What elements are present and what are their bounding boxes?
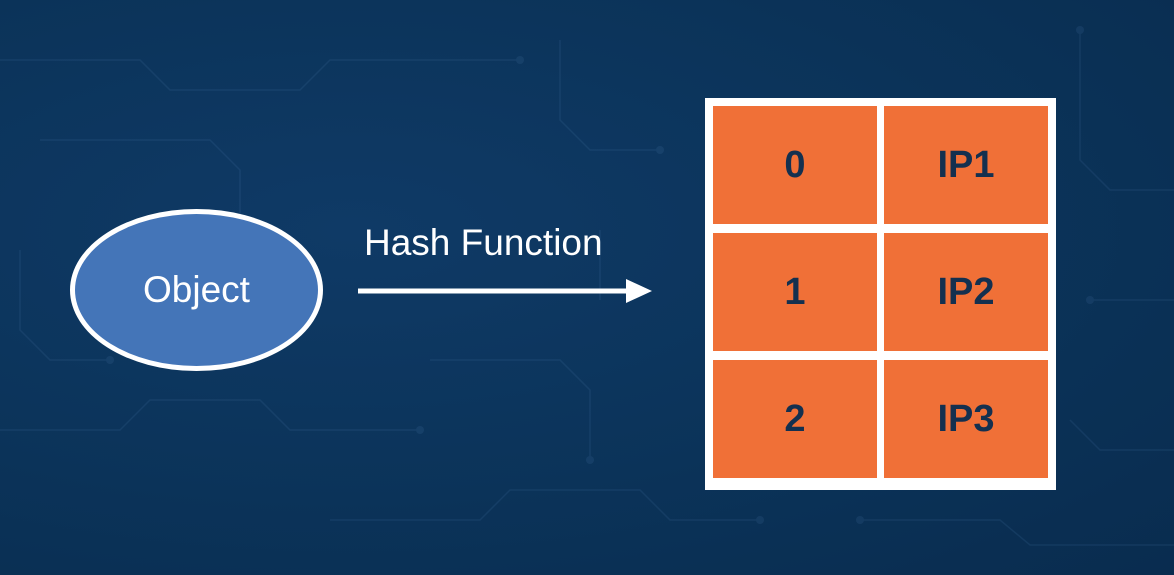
hash-table-value-cell: IP1 bbox=[884, 106, 1048, 224]
object-node: Object bbox=[70, 209, 323, 371]
hash-table-key-cell: 0 bbox=[713, 106, 877, 224]
hash-function-label: Hash Function bbox=[364, 222, 603, 263]
hash-table-key-cell: 1 bbox=[713, 233, 877, 351]
hash-table-key-cell: 2 bbox=[713, 360, 877, 478]
hash-table: 0 IP1 1 IP2 2 IP3 bbox=[705, 98, 1056, 490]
object-label: Object bbox=[143, 269, 250, 310]
hash-table-value-cell: IP2 bbox=[884, 233, 1048, 351]
hash-table-value-cell: IP3 bbox=[884, 360, 1048, 478]
arrow-head bbox=[626, 279, 652, 303]
hash-function-arrow bbox=[358, 279, 652, 303]
